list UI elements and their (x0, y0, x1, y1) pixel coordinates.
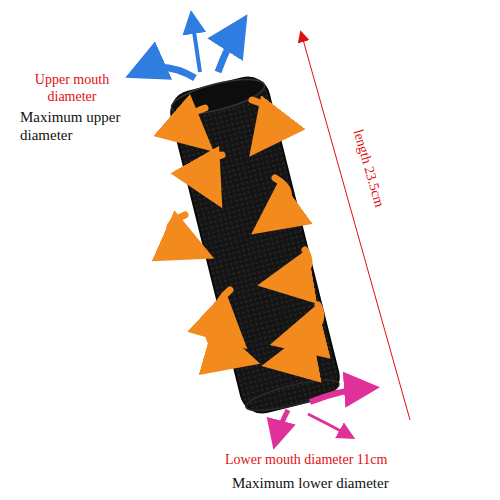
lower-max-label: Maximum lower diameter (232, 474, 389, 492)
blue-arrow (192, 18, 200, 72)
mesh-sleeve (166, 72, 343, 417)
blue-arrow (138, 67, 195, 78)
pink-arrow (308, 414, 350, 436)
upper-max-label: Maximum upper diameter (20, 108, 145, 144)
blue-arrow (218, 26, 240, 72)
pink-arrow (310, 388, 368, 402)
lower-mouth-label: Lower mouth diameter 11cm (225, 452, 387, 469)
compression-arrows (170, 100, 321, 362)
upper-mouth-label: Upper mouth diameter (22, 72, 122, 106)
length-label: length 23.5cm (349, 127, 387, 209)
pink-arrow (276, 410, 288, 440)
